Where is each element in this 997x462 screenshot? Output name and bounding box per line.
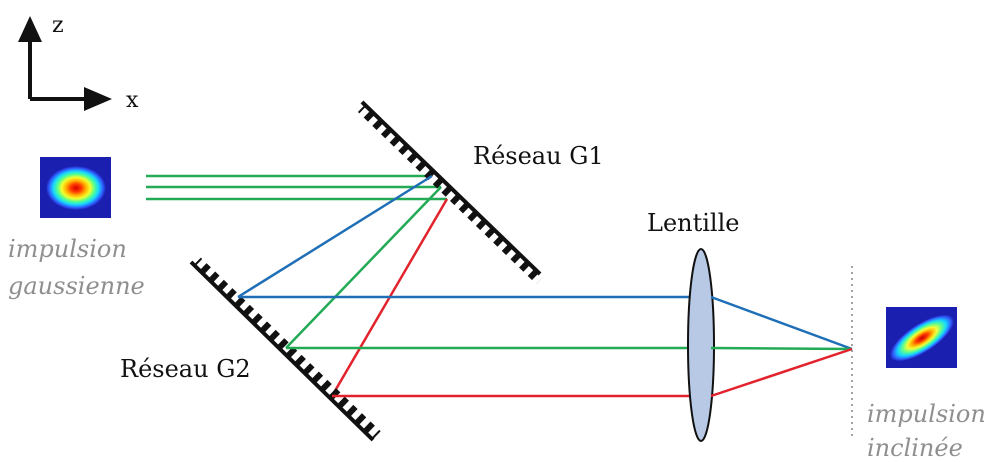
input-pulse-label-line1: impulsion [8, 235, 127, 263]
lens: Lentille [647, 209, 739, 442]
z-axis-label: z [52, 13, 64, 38]
lens-label: Lentille [647, 209, 739, 237]
dispersed-rays-g1-g2 [237, 174, 449, 397]
green-ray-g1-to-g2 [285, 186, 442, 349]
gaussian-pulse-icon [46, 166, 106, 210]
blue-ray-to-focus [710, 295, 853, 351]
lens-shape [687, 248, 715, 442]
grating-g2-label: Réseau G2 [120, 355, 251, 383]
axes: z x [18, 13, 139, 113]
red-ray-to-focus [710, 347, 853, 398]
green-ray-to-focus [710, 346, 853, 351]
grating-g1-label: Réseau G1 [473, 142, 604, 170]
output-pulse-label-line2: inclinée [867, 434, 963, 462]
grating-g2-surface [189, 260, 375, 442]
output-pulse-label-line1: impulsion [867, 400, 986, 428]
z-axis-arrowhead [18, 16, 42, 42]
parallel-rays-to-lens [238, 295, 699, 398]
x-axis-label: x [126, 88, 139, 113]
output-pulse: impulsion inclinée [867, 307, 986, 462]
tilted-pulse-icon [890, 314, 954, 362]
grating-g1: Réseau G1 [357, 100, 604, 285]
blue-ray-g1-to-g2 [237, 174, 433, 299]
focused-rays [710, 295, 853, 398]
grating-g1-teeth [357, 104, 544, 285]
x-axis-arrowhead [84, 87, 112, 111]
input-pulse-label-line2: gaussienne [8, 272, 145, 300]
input-pulse: impulsion gaussienne [8, 157, 145, 300]
